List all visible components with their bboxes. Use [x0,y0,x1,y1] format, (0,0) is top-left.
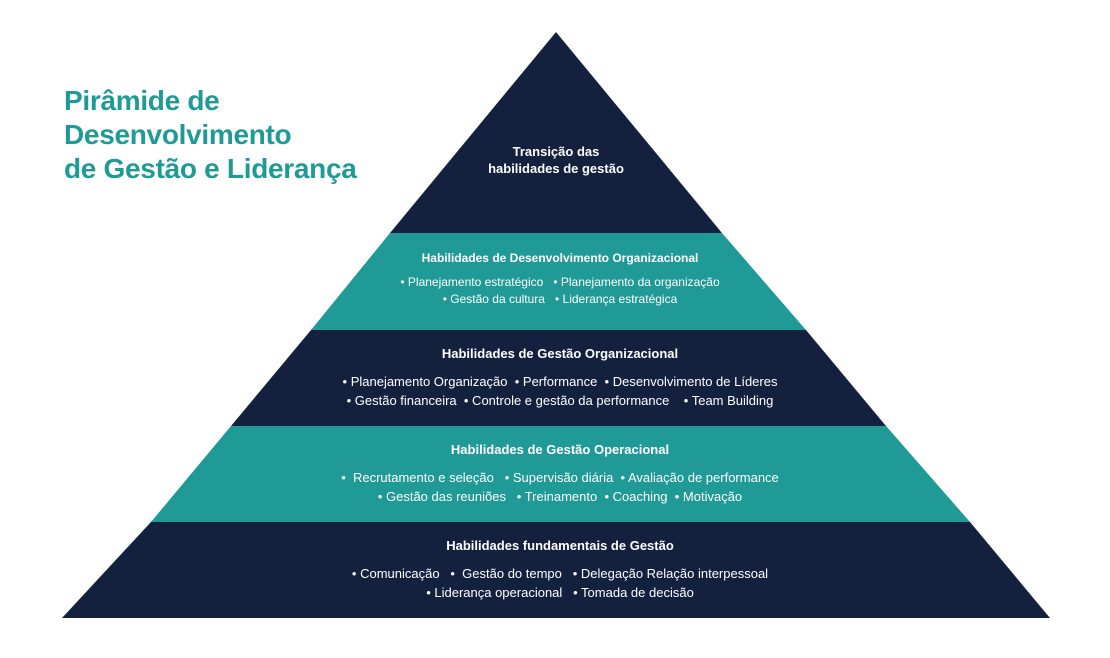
layer-org-development-title: Habilidades de Desenvolvimento Organizac… [421,251,699,265]
layer-org-development-line-2: • Gestão da cultura • Liderança estratég… [442,292,678,306]
layer-operational-line-1: • Recrutamento e seleção • Supervisão di… [341,470,779,485]
layer-org-management-line-2: • Gestão financeira • Controle e gestão … [346,393,774,408]
layer-operational-line-2: • Gestão das reuniões • Treinamento • Co… [377,489,743,504]
layer-org-management-line-1: • Planejamento Organização • Performance… [342,374,778,389]
layer-operational-shape [151,426,970,522]
layer-org-development: Habilidades de Desenvolvimento Organizac… [330,249,790,308]
layer-fundamental-line-1: • Comunicação • Gestão do tempo • Delega… [351,566,769,581]
layer-top-shape [390,32,722,233]
title-line-3: de Gestão e Liderança [64,153,357,184]
layer-operational-title: Habilidades de Gestão Operacional [450,442,670,457]
pyramid-title: Pirâmide de Desenvolvimento de Gestão e … [64,84,357,186]
layer-org-management: Habilidades de Gestão Organizacional • P… [260,344,860,410]
layer-operational: Habilidades de Gestão Operacional • Recr… [220,440,900,506]
layer-org-management-title: Habilidades de Gestão Organizacional [441,346,679,361]
title-line-1: Pirâmide de [64,85,220,116]
layer-fundamental-line-2: • Liderança operacional • Tomada de deci… [426,585,694,600]
layer-fundamental-shape [62,522,1050,618]
layer-fundamental-title: Habilidades fundamentais de Gestão [446,538,674,553]
layer-org-development-line-1: • Planejamento estratégico • Planejament… [400,275,720,289]
layer-fundamental: Habilidades fundamentais de Gestão • Com… [210,536,910,602]
layer-org-development-shape [311,233,806,330]
layer-top-title-2: habilidades de gestão [488,161,624,176]
layer-top: Transição das habilidades de gestão [456,143,656,177]
title-line-2: Desenvolvimento [64,119,292,150]
layer-org-management-shape [231,330,886,426]
layer-top-title-1: Transição das [512,144,600,159]
